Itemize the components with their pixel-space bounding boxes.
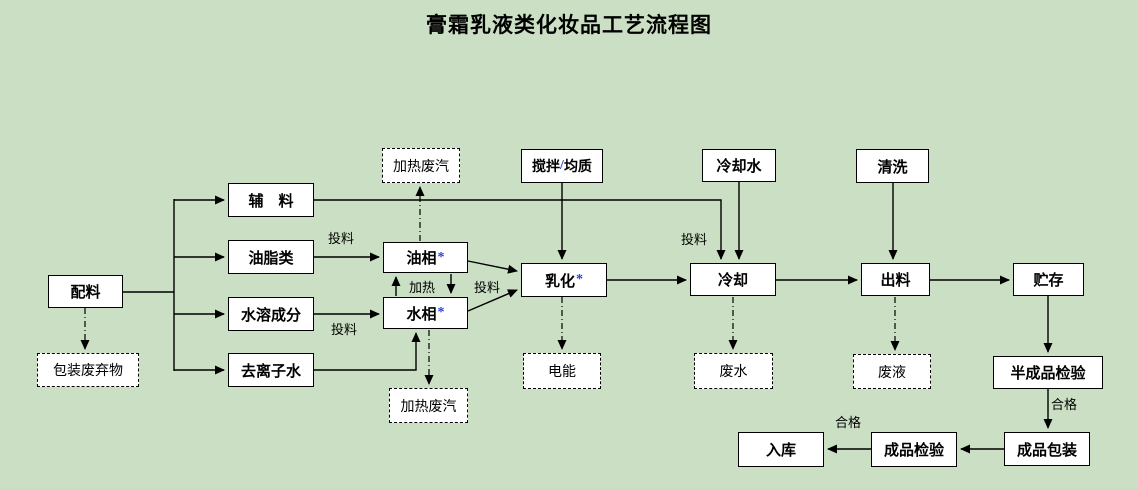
node-label: 配料 [70,285,101,301]
node-ruku: 入库 [738,432,824,467]
asterisk-mark: * [576,272,583,287]
node-fuliao: 辅 料 [228,183,314,217]
node-chuliao: 出料 [861,263,930,296]
node-label: 油脂类 [248,250,294,267]
node-lengque: 冷却 [690,263,776,296]
node-label: 入库 [765,443,796,459]
edge-label-hege-ruku: 合格 [835,415,862,430]
node-jiaoban-junzhi: 搅拌/均质 [521,149,603,183]
node-label: 废水 [719,365,748,380]
node-label: 成品包装 [1016,442,1077,459]
node-label: 油相 [406,251,437,267]
node-feiye: 废液 [853,354,931,389]
node-qulizishui: 去离子水 [228,353,314,387]
node-label: 电能 [548,365,576,380]
edge-label-touliao-shuixiang: 投料 [331,322,358,337]
node-label: 水相 [406,306,437,323]
node-dianneng: 电能 [523,353,601,389]
node-shuirongchengfen: 水溶成分 [228,297,314,331]
edge-label-touliao-ruhua: 投料 [474,280,501,295]
node-label: 贮存 [1033,273,1064,289]
diagram-title: 膏霜乳液类化妆品工艺流程图 [426,13,712,37]
node-youzhilei: 油脂类 [228,240,314,274]
node-label: 水溶成分 [240,307,301,324]
node-label: 出料 [880,273,911,289]
node-label: 半成品检验 [1010,366,1086,382]
node-label: 搅拌 [532,160,561,175]
slash-mark: / [560,158,564,173]
node-baozhuangfeiqiwu: 包装废弃物 [37,353,139,387]
node-peiliao: 配料 [48,275,123,308]
node-label: 去离子水 [240,363,301,380]
asterisk-mark: * [437,305,445,320]
node-label: 加热废汽 [393,159,449,175]
node-label: 均质 [563,160,592,175]
edge-label-jiare: 加热 [409,280,436,295]
edge-fuliao-lengque [314,199,726,260]
edge-youxiang-ruhua [467,260,518,274]
edge-label-hege-baozhuang: 合格 [1051,397,1078,412]
node-label: 辅 料 [248,193,294,210]
edge-label-touliao-lengque: 投料 [681,232,708,247]
node-label: 成品检验 [883,443,944,459]
node-chengpinjianyan: 成品检验 [871,432,957,467]
node-label: 废液 [878,365,906,381]
node-label: 冷却 [717,273,748,289]
node-label: 乳化 [544,273,575,290]
edge-shuixiang-ruhua [467,289,518,312]
node-shuixiang: 水相* [383,297,468,329]
node-zhucun: 贮存 [1013,263,1084,296]
asterisk-mark: * [437,249,445,265]
node-chengpinbaozhuang: 成品包装 [1004,432,1090,466]
node-jiarefeiqi-bottom: 加热废汽 [389,388,468,423]
node-lengqueshui: 冷却水 [702,149,776,182]
node-label: 包装废弃物 [53,364,123,379]
node-banchengpinjianyan: 半成品检验 [993,356,1103,389]
edge-qulizi-shuixiang [314,332,421,371]
edge-label-touliao-youxiang: 投料 [328,231,355,246]
node-label: 清洗 [877,159,908,176]
node-jiarefeiqi-top: 加热废汽 [382,148,460,183]
node-youxiang: 油相* [383,242,468,273]
node-feishui: 废水 [694,353,773,389]
node-label: 冷却水 [716,159,762,175]
node-ruhua: 乳化* [521,263,607,297]
node-label: 加热废汽 [400,399,457,415]
node-qingxi: 清洗 [856,149,929,183]
